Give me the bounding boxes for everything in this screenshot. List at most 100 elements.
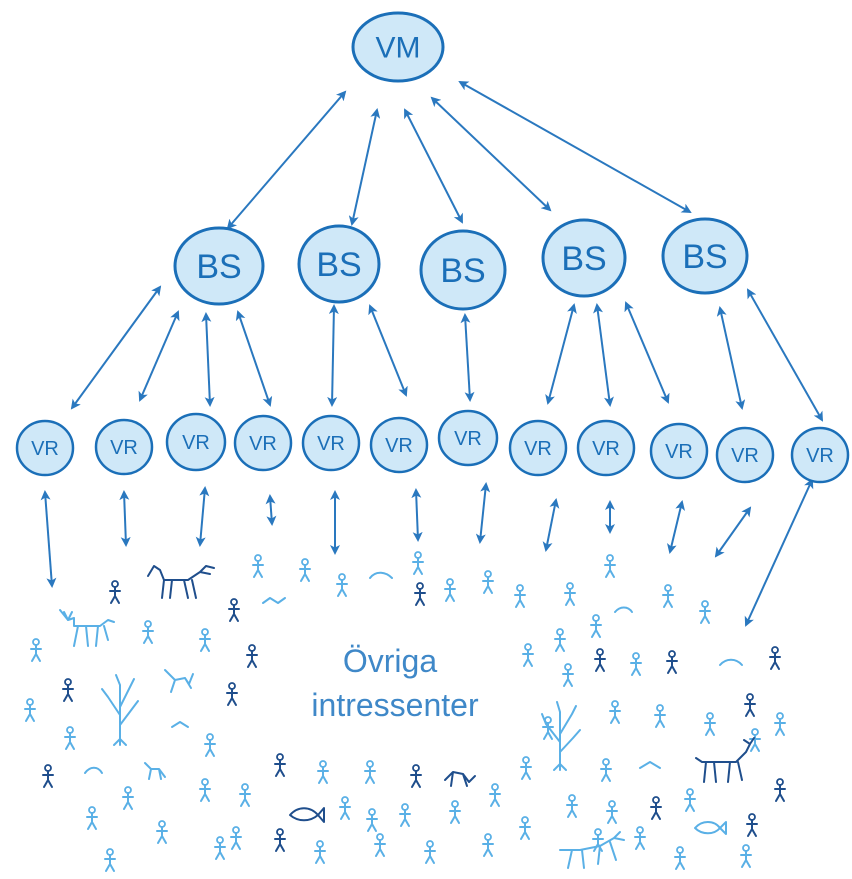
vr-label: VR (454, 428, 482, 450)
vr-label: VR (731, 445, 759, 467)
person-figure-icon (246, 644, 258, 668)
arrow-bs5-vr11 (716, 306, 746, 410)
person-figure-icon (199, 628, 211, 652)
vr-label: VR (31, 438, 59, 460)
person-figure-icon (519, 816, 531, 840)
fish-icon (694, 821, 727, 835)
person-figure-icon (228, 598, 240, 622)
bird-icon (639, 761, 661, 769)
person-figure-icon (274, 828, 286, 852)
arrow-bs2-vr6 (368, 304, 408, 397)
person-figure-icon (86, 806, 98, 830)
bs-node: BS (297, 224, 381, 304)
person-figure-icon (554, 628, 566, 652)
person-figure-icon (650, 796, 662, 820)
vr-label: VR (249, 433, 277, 455)
arrow-bs5-vr12 (747, 288, 823, 422)
person-figure-icon (594, 648, 606, 672)
fish-icon (614, 606, 633, 613)
person-figure-icon (214, 836, 226, 860)
vr-node: VR (715, 426, 775, 484)
bs-label: BS (316, 246, 361, 284)
arrow-bs1-vr4 (235, 310, 273, 407)
person-figure-icon (522, 643, 534, 667)
person-figure-icon (424, 840, 436, 864)
person-figure-icon (746, 813, 758, 837)
arrow-vr7-crowd (475, 482, 491, 544)
arrow-bs4-vr8 (545, 303, 577, 405)
person-figure-icon (654, 704, 666, 728)
fox-icon (144, 762, 166, 780)
fox-icon (164, 669, 194, 693)
fox-icon (444, 771, 476, 787)
vr-node: VR (301, 414, 361, 472)
arrow-vr11-crowd (714, 506, 752, 558)
person-figure-icon (226, 682, 238, 706)
arrow-vm-bs-5 (458, 81, 692, 213)
person-figure-icon (252, 554, 264, 578)
bs-node: BS (419, 229, 507, 311)
arrow-bs1-vr1 (70, 285, 162, 410)
bs-nodes: BS BS BS BS BS (173, 217, 749, 311)
person-figure-icon (740, 844, 752, 868)
vr-node: VR (233, 414, 293, 472)
vr-label: VR (385, 435, 413, 457)
arrow-vr6-crowd (411, 488, 423, 542)
person-figure-icon (520, 756, 532, 780)
caption-line-2: intressenter (311, 687, 479, 723)
person-figure-icon (64, 726, 76, 750)
vm-node: VM (351, 11, 445, 83)
person-figure-icon (230, 826, 242, 850)
person-figure-icon (336, 573, 348, 597)
stakeholder-crowd (24, 551, 786, 872)
vr-node: VR (437, 409, 499, 467)
fish-icon (369, 571, 393, 579)
person-figure-icon (609, 700, 621, 724)
person-figure-icon (630, 652, 642, 676)
scenery (59, 565, 755, 869)
person-figure-icon (42, 764, 54, 788)
vm-label: VM (376, 32, 421, 65)
person-figure-icon (339, 796, 351, 820)
person-figure-icon (482, 570, 494, 594)
person-figure-icon (489, 783, 501, 807)
arrow-vr1-crowd (40, 490, 57, 588)
person-figure-icon (317, 760, 329, 784)
bs-node: BS (541, 218, 627, 298)
person-figure-icon (634, 826, 646, 850)
vr-node: VR (165, 412, 227, 472)
person-figure-icon (364, 760, 376, 784)
person-figure-icon (749, 728, 761, 752)
person-figure-icon (744, 693, 756, 717)
person-figure-icon (104, 848, 116, 872)
fish-icon (289, 807, 325, 823)
person-figure-icon (274, 753, 286, 777)
arrow-vm-bs-4 (430, 96, 552, 212)
bs-node: BS (173, 226, 265, 306)
person-figure-icon (592, 828, 604, 852)
vr-label: VR (665, 441, 693, 463)
person-figure-icon (564, 582, 576, 606)
vr-label: VR (182, 432, 210, 454)
person-figure-icon (704, 712, 716, 736)
person-figure-icon (412, 551, 424, 575)
vr-label: VR (317, 433, 345, 455)
arrow-vm-bs-2 (348, 108, 381, 226)
deer-icon (559, 831, 625, 869)
arrow-vr12-crowd (744, 478, 814, 627)
arrow-bs1-vr2 (138, 310, 180, 402)
arrow-vr3-crowd (195, 486, 210, 547)
bs-label: BS (440, 252, 485, 290)
vr-node: VR (369, 416, 429, 474)
vr-label: VR (592, 438, 620, 460)
bs-label: BS (196, 248, 241, 286)
person-figure-icon (204, 733, 216, 757)
deer-icon (59, 609, 115, 647)
person-figure-icon (604, 554, 616, 578)
bs-node: BS (661, 217, 749, 295)
person-figure-icon (562, 663, 574, 687)
bs-label: BS (561, 240, 606, 278)
person-figure-icon (122, 786, 134, 810)
person-figure-icon (24, 698, 36, 722)
